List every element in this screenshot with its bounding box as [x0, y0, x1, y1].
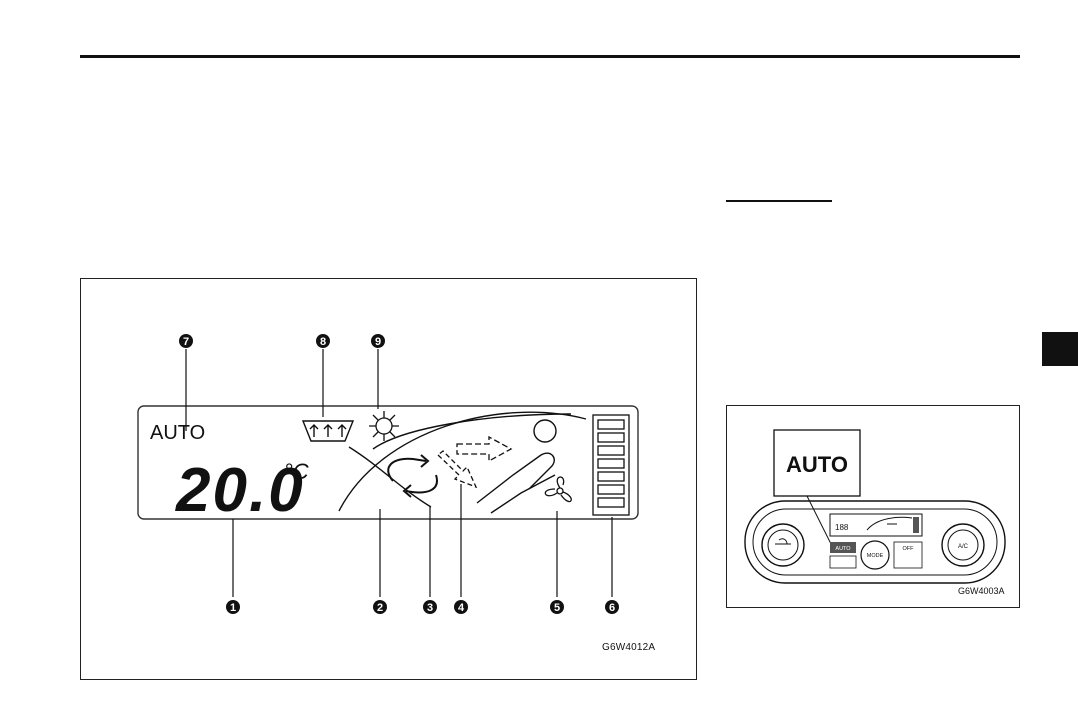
- fan-level-frame: [592, 414, 630, 516]
- fan-level-segment: [597, 419, 625, 430]
- callout-number-1: 1: [230, 602, 236, 614]
- panel-off-label: OFF: [903, 546, 915, 552]
- fan-level-segment: [597, 484, 625, 495]
- fan-level-segment: [597, 497, 625, 508]
- callout-number-8: 8: [320, 336, 326, 348]
- svg-text:188: 188: [835, 523, 849, 532]
- mini-lcd: [829, 513, 923, 537]
- callout-badge-3: [423, 600, 437, 614]
- lcd-auto-text: AUTO: [150, 422, 205, 444]
- callout-badge-8: [316, 334, 330, 348]
- callout-badges: 1 2 3 4 5 6 7 8 9: [179, 334, 619, 614]
- panel-auto-label: AUTO: [835, 546, 851, 552]
- mode-dial: [860, 540, 890, 570]
- fan-level-segment: [597, 445, 625, 456]
- seat-occupant-icon: [476, 419, 557, 514]
- panel-figure: AUTO A/C 188 AUTO OFF MODE G6W4003A: [726, 405, 1020, 608]
- snowflake-icon: [369, 411, 399, 441]
- callout-badge-9: [371, 334, 385, 348]
- callout-badge-6: [605, 600, 619, 614]
- callout-badge-5: [550, 600, 564, 614]
- text-underline: [726, 200, 832, 202]
- airflow-arrow-icon: [437, 435, 513, 489]
- fan-level-segment: [597, 432, 625, 443]
- ac-knob: [941, 523, 985, 567]
- lcd-diagram: AUTO 20.0 °C: [137, 334, 639, 614]
- figure-code: G6W4012A: [602, 642, 656, 653]
- lcd-temperature: 20.0: [175, 456, 305, 525]
- panel-diagram: AUTO A/C 188 AUTO OFF MODE: [744, 429, 1006, 584]
- callout-number-6: 6: [609, 602, 615, 614]
- auto-callout-text: AUTO: [786, 452, 848, 477]
- fan-level-segment: [597, 471, 625, 482]
- callout-badge-2: [373, 600, 387, 614]
- panel-outline: [744, 500, 1006, 584]
- callout-badge-1: [226, 600, 240, 614]
- auto-callout-box: [773, 429, 861, 497]
- ac-knob-label: A/C: [958, 544, 969, 550]
- header-rule: [80, 55, 1020, 58]
- rear-defrost-icon: [301, 420, 355, 442]
- lcd-frame: [137, 405, 639, 520]
- left-knob: [761, 523, 805, 567]
- fan-level-segment: [597, 458, 625, 469]
- recirculation-icon: [387, 454, 438, 498]
- callout-lines: [185, 349, 613, 597]
- lcd-temp-unit: °C: [284, 459, 309, 484]
- callout-number-7: 7: [183, 336, 189, 348]
- lcd-figure: AUTO 20.0 °C: [80, 278, 697, 680]
- figure-code: G6W4003A: [958, 586, 1005, 596]
- callout-badge-7: [179, 334, 193, 348]
- auto-button-highlight: [830, 542, 856, 553]
- fan-icon: [544, 476, 572, 503]
- callout-badge-4: [454, 600, 468, 614]
- callout-number-9: 9: [375, 336, 381, 348]
- callout-number-3: 3: [427, 602, 433, 614]
- callout-number-5: 5: [554, 602, 560, 614]
- windshield-icon: [775, 538, 791, 545]
- callout-number-2: 2: [377, 602, 383, 614]
- chapter-tab: [1042, 332, 1078, 366]
- mode-dial-label: MODE: [867, 553, 884, 559]
- fan-level-bar: [592, 414, 630, 516]
- callout-number-4: 4: [458, 602, 465, 614]
- panel-inner: [752, 508, 998, 576]
